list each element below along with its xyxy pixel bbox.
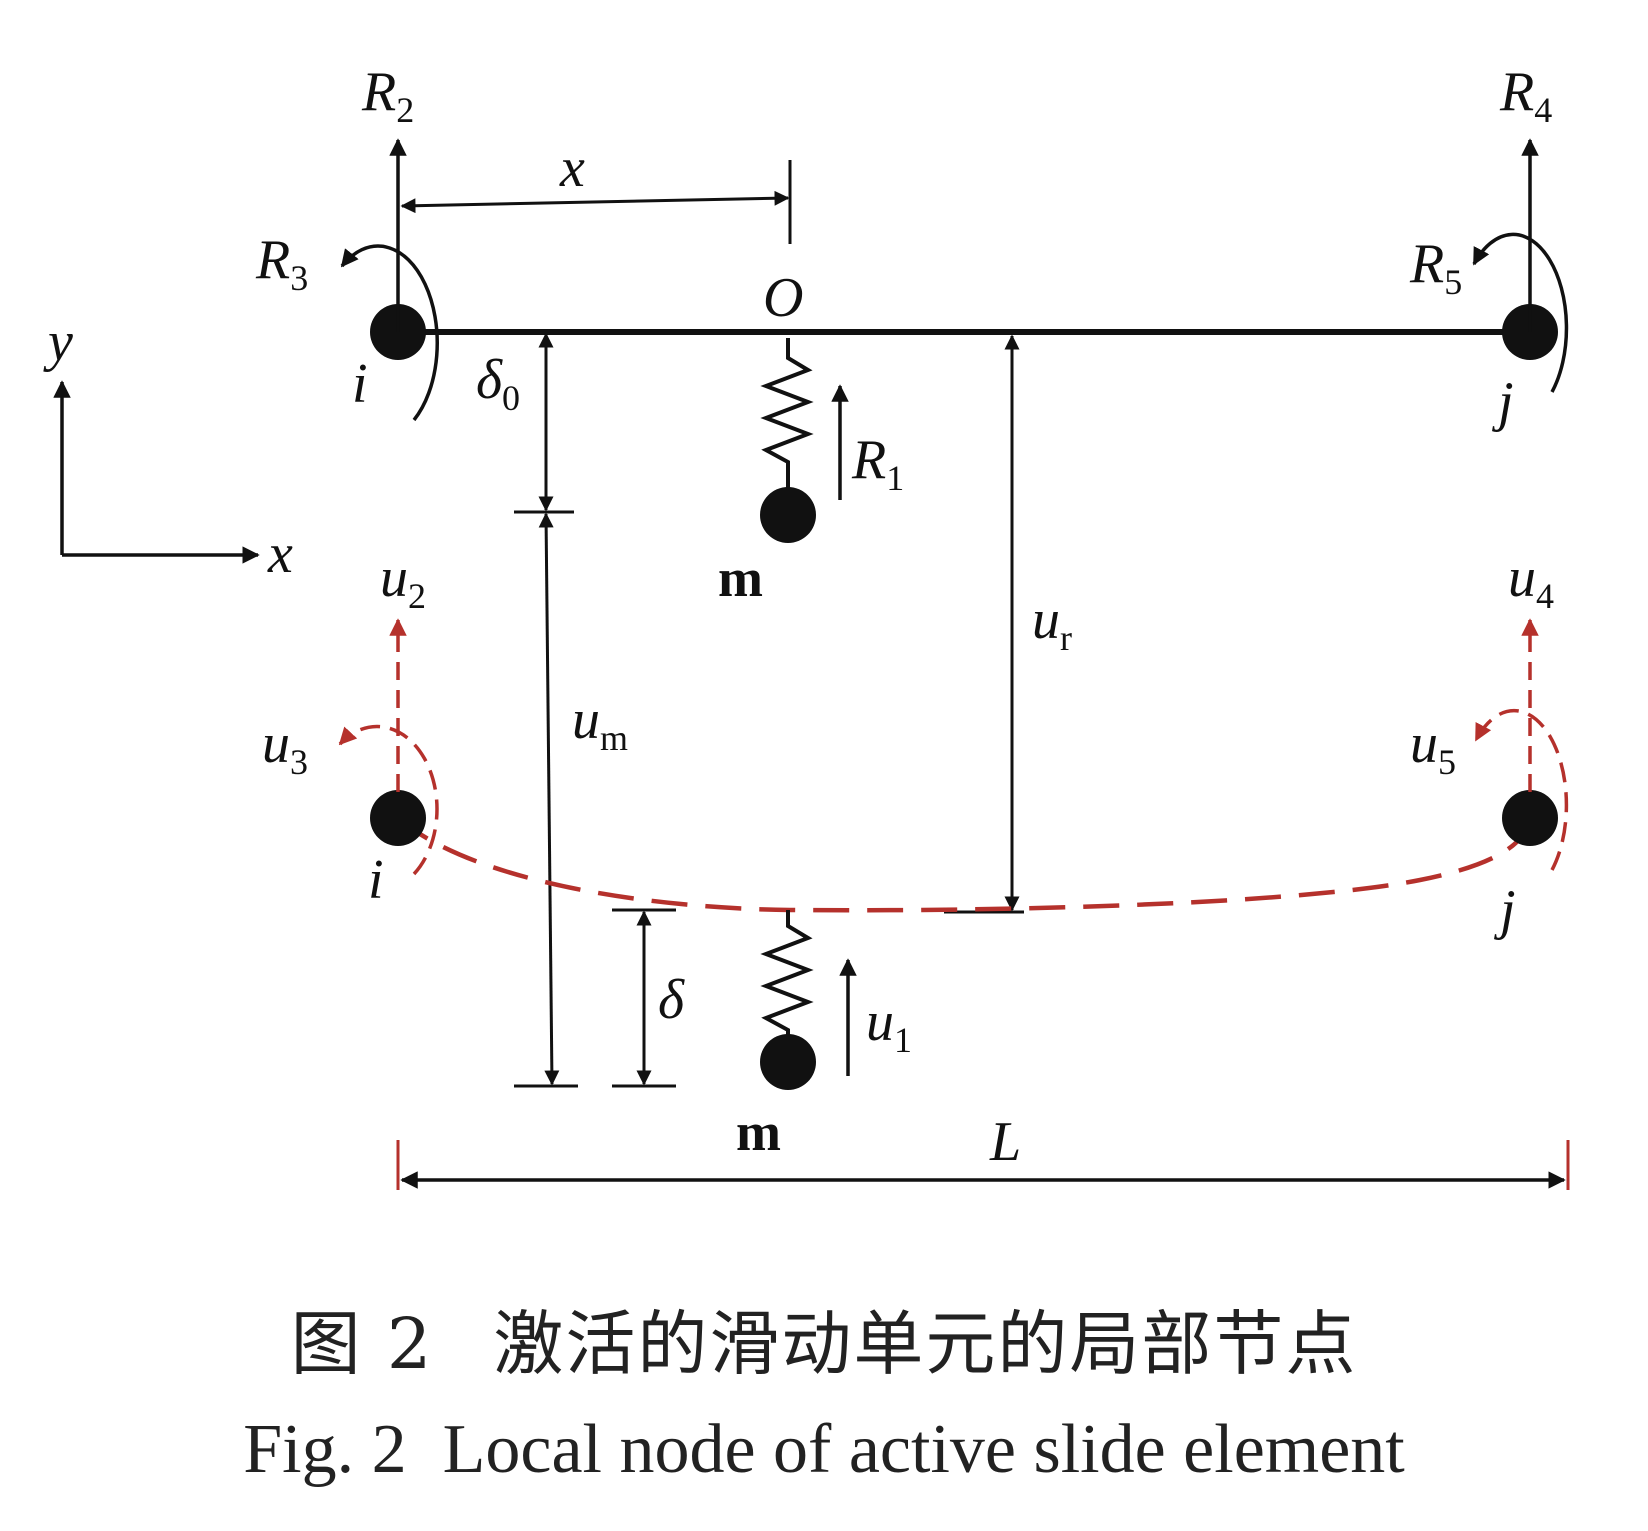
mass-top [760,487,816,543]
disp-u5-sub: 5 [1438,742,1456,782]
force-r2-sub: 2 [396,90,414,130]
um-sub: m [600,718,628,758]
dimensions: δ0 um ur δ L [396,332,1570,1190]
um-label: um [572,689,628,758]
force-r4-sub: 4 [1534,90,1552,130]
delta0-symbol: δ [476,349,503,411]
disp-u3-label: u3 [262,713,308,782]
disp-u3-arrow [338,724,439,876]
mass-top-label: m [718,548,763,608]
ur-symbol: u [1032,589,1060,651]
moment-r5-symbol: R [1409,233,1444,295]
axis-x-label: x [267,523,293,585]
force-r4-label: R4 [1499,61,1552,130]
ur-label: ur [1032,589,1072,658]
origin-label: O [763,267,803,329]
caption-chinese: 图 2 激活的滑动单元的局部节点 [0,1288,1648,1389]
mass-bottom [760,1034,816,1090]
caption-zh-fig-number: 图 2 [290,1303,434,1385]
spring-top [760,338,814,490]
disp-u5-arrow [1474,708,1569,871]
l-label: L [989,1111,1021,1173]
node-j-top-label: j [1492,371,1514,433]
caption-en-title: Local node of active slide element [442,1411,1405,1488]
slide-element-diagram: y x i j R2 R3 R4 R5 O x [43,61,1570,1190]
um-symbol: u [572,689,600,751]
moment-r3-label: R3 [255,229,308,298]
caption-zh-title: 激活的滑动单元的局部节点 [493,1303,1358,1385]
force-r4-symbol: R [1499,61,1534,123]
disp-u5-symbol: u [1410,713,1438,775]
moment-r3-arrow [340,244,439,422]
ur-sub: r [1060,618,1072,658]
disp-u2-symbol: u [380,547,408,609]
disp-u1-label: u1 [866,991,912,1060]
node-j-bottom-label: j [1494,879,1516,941]
mass-bottom-label: m [736,1102,781,1162]
delta0-sub: 0 [502,378,520,418]
force-r1-sub: 1 [886,458,904,498]
moment-r3-symbol: R [255,229,290,291]
disp-u4-sub: 4 [1536,576,1554,616]
moment-r5-arrow [1472,232,1569,393]
x-dim-label: x [559,137,585,199]
disp-u2-label: u2 [380,547,426,616]
force-r1-label: R1 [851,429,904,498]
delta-label: δ [658,969,685,1031]
delta0-label: δ0 [476,349,520,418]
coordinate-axes: y x [43,311,293,585]
caption-en-fig-number: Fig. 2 [243,1411,407,1488]
disp-u3-symbol: u [262,713,290,775]
caption-english: Fig. 2 Local node of active slide element [0,1410,1648,1490]
undeformed-beam: i j R2 R3 R4 R5 O x m [255,61,1569,608]
x-dim-line [400,190,790,214]
deformed-beam-curve [396,816,1533,913]
axis-y-label: y [43,311,73,373]
moment-r3-sub: 3 [290,258,308,298]
deformed-beam: i j u2 u3 u4 u5 m u1 [262,547,1569,1162]
node-i-top-label: i [352,353,368,415]
disp-u2-sub: 2 [408,576,426,616]
disp-u1-sub: 1 [894,1020,912,1060]
disp-u1-symbol: u [866,991,894,1053]
force-r1-symbol: R [851,429,886,491]
disp-u4-symbol: u [1508,547,1536,609]
force-r2-symbol: R [361,61,396,123]
disp-u3-sub: 3 [290,742,308,782]
node-i-bottom-label: i [368,849,384,911]
um-dim-line [538,512,560,1086]
force-r2-label: R2 [361,61,414,130]
disp-u5-label: u5 [1410,713,1456,782]
node-i-bottom [370,790,426,846]
moment-r5-sub: 5 [1444,262,1462,302]
moment-r5-label: R5 [1409,233,1462,302]
disp-u4-label: u4 [1508,547,1554,616]
node-j-bottom [1502,790,1558,846]
spring-bottom [760,910,814,1050]
